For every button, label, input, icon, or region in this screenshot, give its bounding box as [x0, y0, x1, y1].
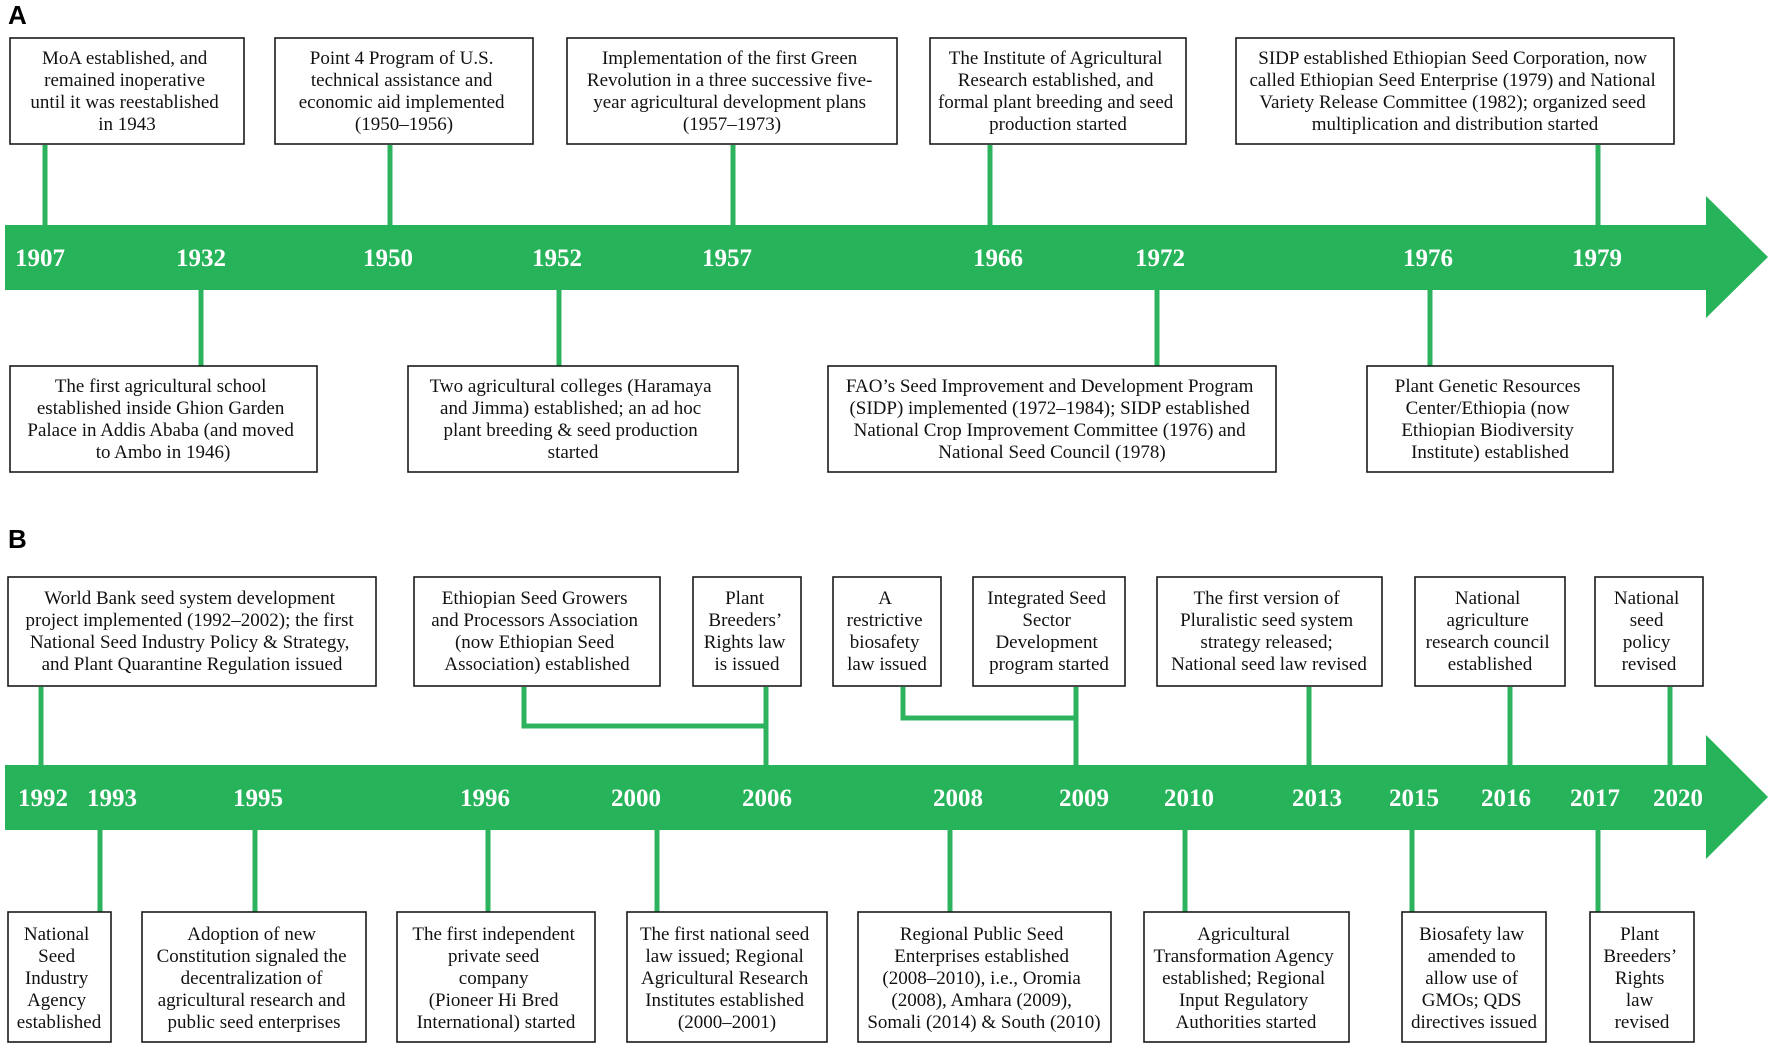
event-text: Ethiopian Seed Growers and Processors As…	[431, 588, 643, 675]
panel-label-a: A	[8, 0, 27, 30]
event-box: The first version of Pluralistic seed sy…	[1156, 576, 1383, 687]
event-box: Plant Breeders’ Rights law revised	[1589, 911, 1695, 1043]
event-box: Implementation of the first Green Revolu…	[566, 37, 898, 145]
event-text: The Institute of Agricultural Research e…	[938, 48, 1178, 135]
connector-biosafety	[900, 687, 1076, 721]
event-text: Agricultural Transformation Agency estab…	[1153, 924, 1338, 1033]
year-label: 2000	[611, 785, 661, 812]
year-label: 1979	[1572, 245, 1622, 272]
panel-a: A 1907 1932 1950 1952 1957 1966 1972 197…	[5, 0, 1768, 473]
year-label: 1932	[176, 245, 226, 272]
year-label: 1907	[15, 245, 65, 272]
event-text: Plant Genetic Resources Center/Ethiopia …	[1395, 376, 1585, 463]
event-text: World Bank seed system development proje…	[26, 588, 359, 675]
connector-association	[521, 687, 766, 729]
event-box: Ethiopian Seed Growers and Processors As…	[413, 576, 661, 687]
event-text: Point 4 Program of U.S. technical assist…	[299, 48, 510, 135]
event-box: National Seed Industry Agency establishe…	[7, 911, 112, 1043]
event-text: Plant Breeders’ Rights law revised	[1603, 924, 1680, 1033]
event-box: Integrated Seed Sector Development progr…	[972, 576, 1126, 687]
year-label: 1966	[973, 245, 1023, 272]
year-label: 2015	[1389, 785, 1439, 812]
event-text: Integrated Seed Sector Development progr…	[987, 588, 1110, 675]
event-text: National agriculture research council es…	[1426, 588, 1555, 675]
year-label: 2017	[1570, 785, 1620, 812]
year-label: 2006	[742, 785, 792, 812]
panel-b: B 1992 1993 1995 1996 2000 2006 2008 200…	[5, 524, 1768, 1043]
year-label: 1950	[363, 245, 413, 272]
event-box: National seed policy revised	[1594, 576, 1704, 687]
event-text: Regional Public Seed Enterprises establi…	[867, 924, 1100, 1033]
year-label: 1993	[87, 785, 137, 812]
year-label: 2008	[933, 785, 983, 812]
year-label: 1972	[1135, 245, 1185, 272]
event-text: National Seed Industry Agency establishe…	[17, 924, 102, 1033]
event-box: Plant Genetic Resources Center/Ethiopia …	[1366, 365, 1614, 473]
event-box: SIDP established Ethiopian Seed Corporat…	[1235, 37, 1675, 145]
year-label: 2013	[1292, 785, 1342, 812]
event-box: Agricultural Transformation Agency estab…	[1143, 911, 1350, 1043]
event-text: The first agricultural school establishe…	[27, 376, 298, 463]
timeline-arrow-a	[5, 196, 1768, 318]
year-label: 2016	[1481, 785, 1531, 812]
event-box: Adoption of new Constitution signaled th…	[141, 911, 367, 1043]
event-box: Plant Breeders’ Rights law is issued	[692, 576, 802, 687]
year-label: 1996	[460, 785, 510, 812]
timeline-arrow-b	[5, 735, 1768, 859]
event-text: MoA established, and remained inoperativ…	[30, 48, 223, 135]
event-box: The first independent private seed compa…	[396, 911, 596, 1043]
event-box: Point 4 Program of U.S. technical assist…	[274, 37, 534, 145]
event-text: The first version of Pluralistic seed sy…	[1171, 588, 1367, 675]
year-label: 2020	[1653, 785, 1703, 812]
event-text: A restrictive biosafety law issued	[847, 588, 928, 675]
event-text: Plant Breeders’ Rights law is issued	[704, 588, 791, 675]
event-text: Biosafety law amended to allow use of GM…	[1411, 924, 1538, 1033]
year-label: 1952	[532, 245, 582, 272]
year-label: 1957	[702, 245, 752, 272]
event-box: The Institute of Agricultural Research e…	[929, 37, 1187, 145]
event-box: World Bank seed system development proje…	[7, 576, 377, 687]
event-text: Implementation of the first Green Revolu…	[587, 48, 877, 135]
event-text: National seed policy revised	[1614, 588, 1684, 675]
year-label: 1995	[233, 785, 283, 812]
event-box: Two agricultural colleges (Haramaya and …	[407, 365, 739, 473]
event-text: FAO’s Seed Improvement and Development P…	[846, 376, 1258, 463]
event-text: SIDP established Ethiopian Seed Corporat…	[1249, 48, 1660, 135]
event-text: The first national seed law issued; Regi…	[640, 924, 814, 1033]
year-label: 1992	[18, 785, 68, 812]
year-label: 2009	[1059, 785, 1109, 812]
event-box: The first agricultural school establishe…	[9, 365, 318, 473]
year-label: 1976	[1403, 245, 1453, 272]
year-label: 2010	[1164, 785, 1214, 812]
event-box: National agriculture research council es…	[1414, 576, 1566, 687]
event-box: Biosafety law amended to allow use of GM…	[1401, 911, 1547, 1043]
event-box: FAO’s Seed Improvement and Development P…	[827, 365, 1277, 473]
event-box: The first national seed law issued; Regi…	[626, 911, 828, 1043]
event-box: Regional Public Seed Enterprises establi…	[857, 911, 1112, 1043]
event-box: MoA established, and remained inoperativ…	[9, 37, 245, 145]
event-text: Adoption of new Constitution signaled th…	[157, 924, 352, 1033]
event-text: The first independent private seed compa…	[412, 924, 579, 1033]
event-box: A restrictive biosafety law issued	[832, 576, 942, 687]
panel-label-b: B	[8, 524, 27, 554]
event-text: Two agricultural colleges (Haramaya and …	[430, 376, 717, 463]
